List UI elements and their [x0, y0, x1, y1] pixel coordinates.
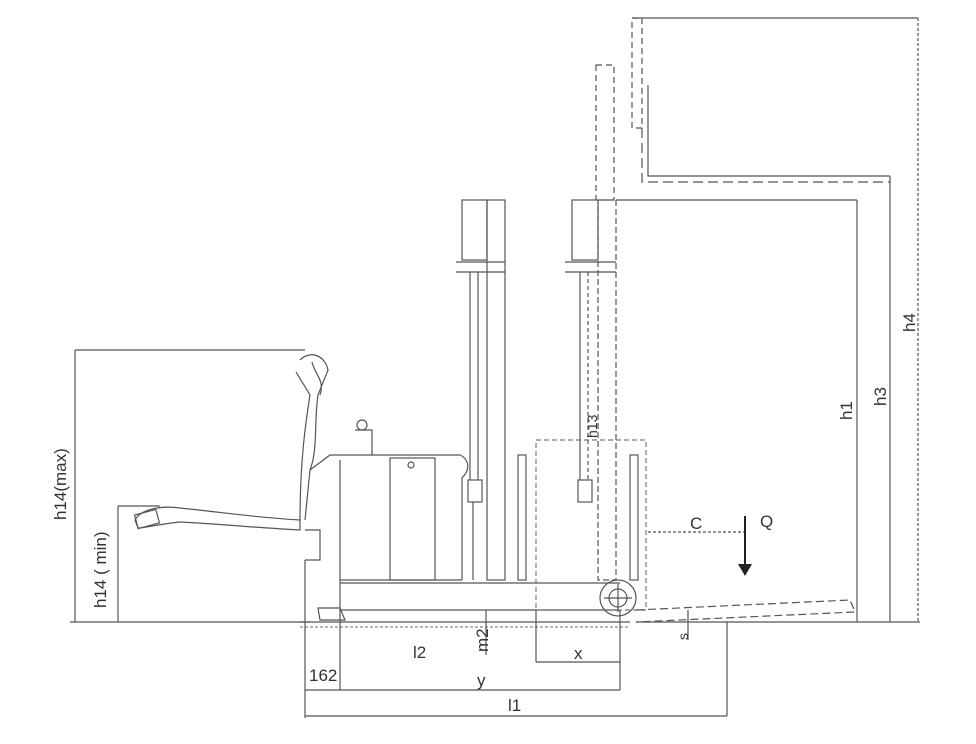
dim-y: y — [477, 671, 486, 690]
dim-h4: h4 — [900, 313, 919, 332]
dim-s: s — [675, 633, 691, 640]
dim-m2: m2 — [473, 628, 492, 652]
label-load-q: Q — [760, 512, 774, 531]
dim-l2: l2 — [413, 643, 427, 662]
dim-h3: h3 — [871, 387, 890, 406]
dim-h14-max: h14(max) — [51, 448, 70, 520]
label-load-center: C — [690, 514, 703, 533]
dim-h14-min: h14 ( min) — [91, 531, 110, 608]
dim-h13: h13 — [584, 414, 600, 438]
dim-l1: l1 — [508, 696, 522, 715]
dim-x: x — [574, 644, 583, 663]
dim-162: 162 — [309, 666, 338, 685]
dim-h1: h1 — [837, 401, 856, 420]
